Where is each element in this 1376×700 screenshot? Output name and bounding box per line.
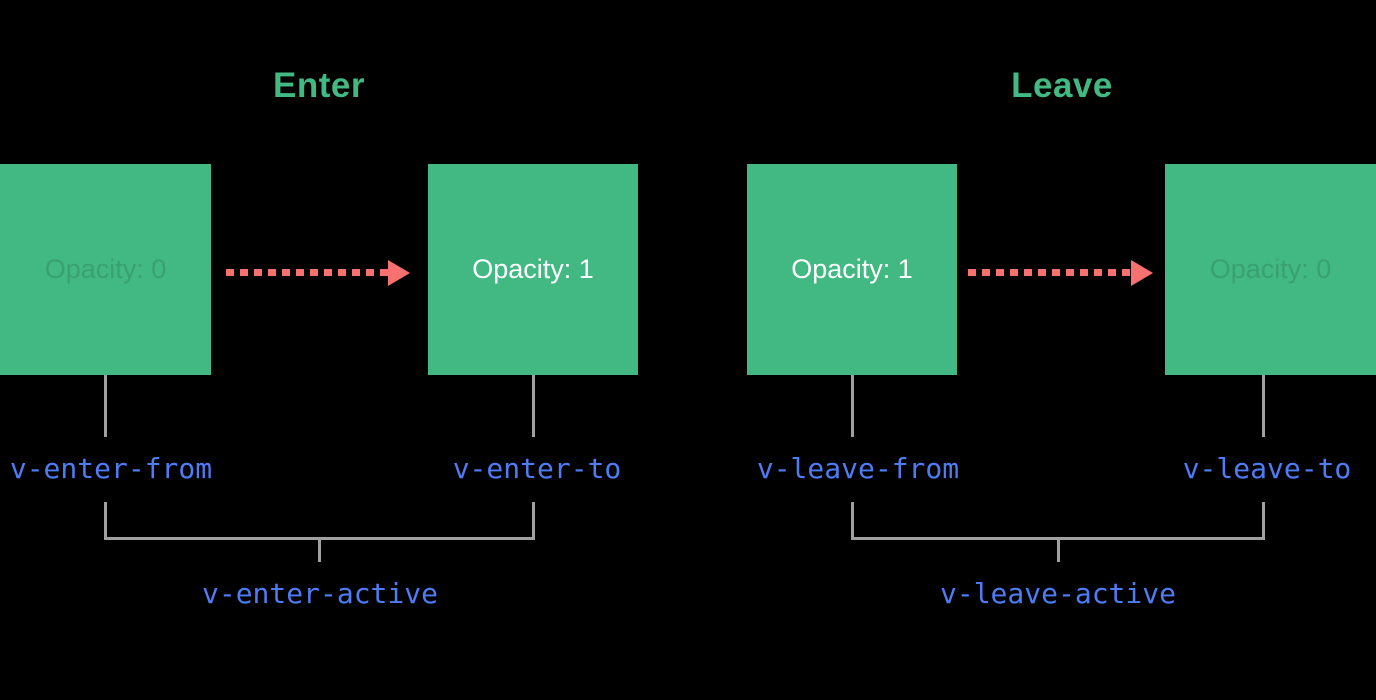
enter-arrowhead-icon [388,260,410,286]
leave-bracket-right-line [1262,502,1265,537]
leave-from-box: Opacity: 1 [747,164,957,375]
v-leave-active-label: v-leave-active [939,577,1176,610]
enter-bracket-tick-line [318,540,321,562]
enter-to-connector-line [532,375,535,437]
leave-bracket-left-line [851,502,854,537]
enter-to-box: Opacity: 1 [428,164,638,375]
v-leave-from-label: v-leave-from [756,452,960,485]
enter-bracket-right-line [532,502,535,537]
enter-dashed-arrow-icon [226,269,388,276]
enter-bracket-horizontal-line [104,537,535,540]
v-enter-to-label: v-enter-to [452,452,622,485]
leave-phase-title: Leave [1011,66,1113,105]
v-leave-to-label: v-leave-to [1182,452,1352,485]
leave-from-connector-line [851,375,854,437]
leave-bracket-horizontal-line [851,537,1265,540]
v-enter-from-label: v-enter-from [9,452,213,485]
enter-phase-title: Enter [273,66,365,105]
enter-to-box-label: Opacity: 1 [472,254,594,284]
enter-from-box-label: Opacity: 0 [44,254,167,284]
enter-bracket-left-line [104,502,107,537]
leave-dashed-arrow-icon [968,269,1130,276]
leave-arrowhead-icon [1131,260,1153,286]
leave-to-box-label: Opacity: 0 [1209,254,1332,284]
leave-to-box: Opacity: 0 [1165,164,1376,375]
leave-bracket-tick-line [1057,540,1060,562]
enter-from-box: Opacity: 0 [0,164,211,375]
enter-from-connector-line [104,375,107,437]
leave-from-box-label: Opacity: 1 [791,254,913,284]
v-enter-active-label: v-enter-active [201,577,438,610]
leave-to-connector-line [1262,375,1265,437]
